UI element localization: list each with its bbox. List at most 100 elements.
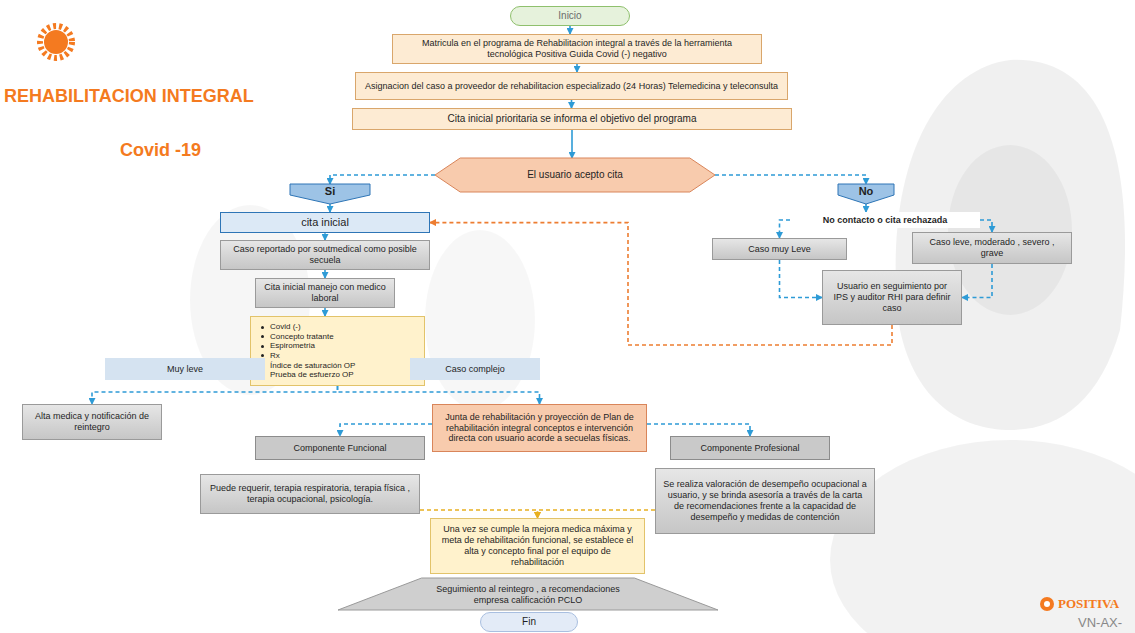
node-text: Fin xyxy=(522,616,536,628)
checklist-row: Índice de saturación OP xyxy=(261,361,355,371)
node-text: Se realiza valoración de desempeño ocupa… xyxy=(662,479,868,522)
node-text: Junta de rehabilitación y proyección de … xyxy=(439,412,640,444)
process-box: Caso muy Leve xyxy=(712,238,847,260)
no-arrow: No xyxy=(838,184,894,204)
flow-connector xyxy=(576,64,578,72)
node-text: Asignacion del caso a proveedor de rehab… xyxy=(365,81,778,92)
process-box: Puede requerir, terapia respiratoria, te… xyxy=(200,474,420,514)
flow-connector xyxy=(571,130,573,158)
logo-mark xyxy=(1040,597,1054,611)
node-text: El usuario acepto cita xyxy=(527,169,623,181)
checklist-item: Rx xyxy=(270,351,280,361)
branch-label-box: No contacto o cita rechazada xyxy=(790,212,980,228)
photo-shoulders xyxy=(830,440,1135,633)
flow-connector xyxy=(569,26,571,34)
bullet-dot xyxy=(261,345,264,348)
photo-face xyxy=(948,145,1072,315)
branch-label-box: Muy leve xyxy=(105,358,265,380)
checklist-item: Prueba de esfuerzo OP xyxy=(270,370,354,380)
sun-rays xyxy=(40,26,72,58)
flow-connector xyxy=(330,175,435,184)
flow-connector xyxy=(865,204,867,212)
flow-connector xyxy=(780,220,791,238)
node-text: Componente Funcional xyxy=(293,443,386,454)
node-text: Alta medica y notificación de reintegro xyxy=(29,411,155,433)
decision-diamond: El usuario acepto cita xyxy=(435,158,715,192)
follow-up-triangle: Seguimiento al reintegro , a recomendaci… xyxy=(338,578,718,610)
flow-connector xyxy=(647,424,750,436)
checklist-row: Prueba de esfuerzo OP xyxy=(261,370,354,380)
flow-connector xyxy=(324,308,326,316)
flow-connector xyxy=(571,100,573,108)
node-text: Cita inicial manejo con medico laboral xyxy=(262,282,388,304)
process-box: Asignacion del caso a proveedor de rehab… xyxy=(355,72,788,100)
process-box: Se realiza valoración de desempeño ocupa… xyxy=(655,468,875,534)
flow-connector xyxy=(980,220,992,232)
flow-connector xyxy=(538,510,656,518)
end-pill: Fin xyxy=(480,612,578,632)
process-box: Una vez se cumple la mejora medica máxim… xyxy=(430,518,645,574)
end-box: Alta medica y notificación de reintegro xyxy=(22,404,162,440)
checklist-item: Covid (-) xyxy=(270,322,301,332)
no-arrow-shape xyxy=(838,184,894,204)
node-text: Cita inicial prioritaria se informa el o… xyxy=(448,113,697,125)
process-box: Cita inicial prioritaria se informa el o… xyxy=(352,108,792,130)
checklist-item: Concepto tratante xyxy=(270,332,334,342)
process-box: Caso leve, moderado , severo , grave xyxy=(912,232,1072,264)
component-box: Componente Profesional xyxy=(670,436,830,460)
diagram-title: REHABILITACION INTEGRAL xyxy=(4,86,254,107)
logo-wordmark: POSITIVA xyxy=(1058,596,1119,612)
subtitle-label: Covid -19 xyxy=(120,140,201,161)
logo-mark-inner xyxy=(1044,601,1050,607)
checklist-row: Covid (-) xyxy=(261,322,301,332)
process-box: Matricula en el programa de Rehabilitaci… xyxy=(392,34,762,64)
flow-connector xyxy=(92,386,338,404)
flow-connector xyxy=(780,260,823,298)
flow-connector xyxy=(338,386,540,404)
process-box: cita inicial xyxy=(220,212,430,233)
flow-connector xyxy=(329,204,331,212)
node-text: Seguimiento al reintegro , a recomendaci… xyxy=(418,584,638,606)
flow-connector xyxy=(715,175,866,184)
process-box: Cita inicial manejo con medico laboral xyxy=(255,278,395,308)
node-text: No contacto o cita rechazada xyxy=(823,215,948,226)
node-text: Caso reportado por soutmedical como posi… xyxy=(227,244,423,266)
checklist-item: Índice de saturación OP xyxy=(270,361,355,371)
bullet-dot xyxy=(261,354,264,357)
node-text: Caso leve, moderado , severo , grave xyxy=(919,237,1065,259)
watermark-label: VN-AX- xyxy=(1078,615,1122,630)
node-text: Caso complejo xyxy=(445,364,505,375)
process-box: Junta de rehabilitación y proyección de … xyxy=(432,404,647,452)
node-text: Componente Profesional xyxy=(700,443,799,454)
yes-arrow: Si xyxy=(290,184,370,204)
branch-label-box: Caso complejo xyxy=(410,358,540,380)
node-text: Muy leve xyxy=(167,364,203,375)
process-box: Usuario en seguimiento por IPS y auditor… xyxy=(822,270,962,325)
checklist-row: Concepto tratante xyxy=(261,332,334,342)
flow-connector xyxy=(420,510,538,518)
node-text: Inicio xyxy=(558,10,581,22)
flow-connector xyxy=(340,424,432,436)
sun-icon xyxy=(44,30,68,54)
checklist-box: Covid (-)Concepto tratanteEspirometriaRx… xyxy=(250,316,425,386)
start-pill: Inicio xyxy=(510,6,630,26)
checklist-item: Espirometria xyxy=(270,341,315,351)
process-box: Caso reportado por soutmedical como posi… xyxy=(220,240,430,270)
decision-diamond-shape xyxy=(435,158,715,192)
node-text: No xyxy=(859,185,874,198)
node-text: Puede requerir, terapia respiratoria, te… xyxy=(207,483,413,505)
node-text: cita inicial xyxy=(301,216,349,229)
node-text: Una vez se cumple la mejora medica máxim… xyxy=(437,524,638,567)
node-text: Caso muy Leve xyxy=(748,244,811,255)
flow-connector xyxy=(324,233,326,240)
component-box: Componente Funcional xyxy=(255,436,425,460)
yes-arrow-shape xyxy=(290,184,370,204)
flow-connector xyxy=(324,270,326,278)
node-text: Matricula en el programa de Rehabilitaci… xyxy=(399,38,755,60)
flow-connector xyxy=(962,264,992,298)
photo-hair xyxy=(896,60,1125,430)
node-text: Usuario en seguimiento por IPS y auditor… xyxy=(829,281,955,313)
checklist-row: Espirometria xyxy=(261,341,315,351)
bullet-dot xyxy=(261,335,264,338)
